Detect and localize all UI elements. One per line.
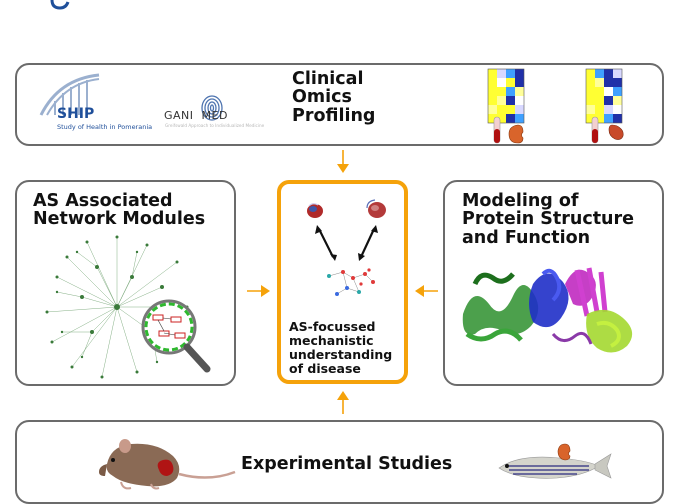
protein-modeling-title: Modeling of Protein Structure and Functi… bbox=[462, 191, 635, 248]
ganimed-logo-name: GANI MED bbox=[164, 109, 228, 122]
zebrafish-icon bbox=[498, 443, 612, 479]
protein-modeling-panel: Modeling of Protein Structure and Functi… bbox=[443, 180, 664, 386]
center-focus-panel: AS-focussed mechanistic understanding of… bbox=[277, 180, 408, 384]
protein-structure-icon bbox=[462, 267, 633, 353]
mechanistic-diagram-icon bbox=[307, 199, 386, 296]
omics-heatmap-icon-2 bbox=[585, 68, 624, 144]
clinical-omics-panel: SHIP Study of Health in Pomerania GANI M… bbox=[15, 63, 664, 146]
omics-heatmap-icon bbox=[487, 68, 525, 144]
experimental-studies-panel: Experimental Studies bbox=[15, 420, 664, 504]
ganimed-logo-subtitle: Greifswald Approach to Individualized Me… bbox=[165, 123, 265, 128]
ship-logo-icon bbox=[39, 73, 100, 116]
arrow-left-icon bbox=[415, 285, 438, 297]
center-caption: AS-focussed mechanistic understanding of… bbox=[289, 319, 393, 376]
arrow-up-icon bbox=[337, 391, 349, 414]
network-modules-panel: AS Associated Network Modules bbox=[15, 180, 236, 386]
experimental-studies-title: Experimental Studies bbox=[241, 454, 453, 474]
ganimed-fingerprint-icon bbox=[201, 95, 223, 121]
network-modules-title: AS Associated Network Modules bbox=[33, 191, 206, 230]
clinical-omics-title: Clinical Omics Profiling bbox=[292, 69, 376, 126]
network-hairball-icon bbox=[45, 235, 211, 379]
mouse-icon bbox=[99, 439, 236, 490]
cropped-title-fragment bbox=[50, 0, 70, 10]
ship-logo-name: SHIP bbox=[57, 106, 95, 122]
arrow-right-icon bbox=[247, 285, 270, 297]
arrow-down-icon bbox=[337, 150, 349, 173]
ship-logo-subtitle: Study of Health in Pomerania bbox=[57, 123, 153, 131]
